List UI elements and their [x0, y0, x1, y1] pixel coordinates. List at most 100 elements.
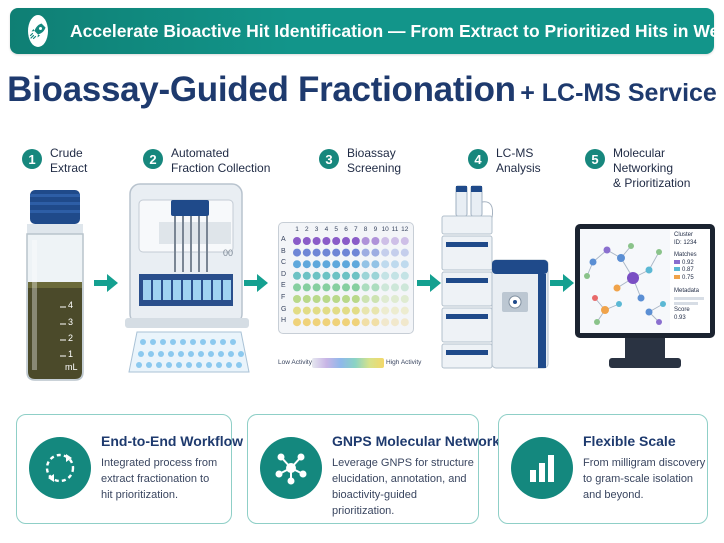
plate-well: [351, 318, 360, 327]
plate-row-label: C: [281, 259, 287, 267]
plate-well: [342, 318, 350, 327]
plate-well: [312, 283, 321, 292]
plate-well: [332, 237, 341, 245]
plate-well: [302, 237, 311, 245]
plate-well: [302, 260, 311, 269]
step-number: 1: [22, 149, 42, 169]
arrow-right-icon: [244, 274, 268, 292]
plate-well: [391, 237, 399, 245]
plate-row-label: G: [281, 305, 287, 313]
step-5-header: 5 Molecular Networking & Prioritization: [585, 146, 724, 191]
step-label: Automated Fraction Collection: [171, 146, 271, 175]
plate-well: [293, 260, 301, 269]
match-value: 0.92: [674, 259, 704, 268]
plate-well: [400, 271, 409, 280]
plate-well: [371, 248, 380, 257]
plate-column-label: 11: [391, 226, 399, 233]
plate-well: [332, 260, 341, 269]
bar-chart-icon: [511, 437, 573, 499]
plate-column-label: 2: [304, 226, 309, 233]
plate-well: [322, 306, 331, 315]
plate-row-label: H: [281, 317, 287, 325]
plate-well: [312, 271, 321, 280]
plate-well: [332, 283, 341, 292]
plate-column-label: 1: [295, 226, 299, 233]
plate-well: [371, 318, 380, 327]
step-3-header: 3 Bioassay Screening: [319, 146, 401, 176]
collector-display: 00: [223, 248, 234, 258]
plate-well: [361, 237, 370, 245]
plate-row-label: A: [281, 236, 286, 243]
plate-well: [312, 260, 321, 269]
vial-unit-label: mL: [65, 362, 78, 372]
plate-well: [312, 248, 321, 257]
plate-row-label: B: [281, 247, 286, 255]
plate-column-label: 4: [324, 226, 329, 233]
plate-well: [361, 306, 370, 315]
plate-column-label: 9: [373, 226, 378, 233]
plate-well: [391, 283, 399, 292]
plate-column-label: 12: [401, 226, 409, 233]
plate-well: [371, 295, 380, 303]
step-number: 2: [143, 149, 163, 169]
plate-well: [391, 295, 399, 303]
plate-well: [400, 318, 409, 327]
plate-well: [302, 295, 311, 303]
plate-well: [302, 271, 311, 280]
plate-well: [312, 318, 321, 327]
rocket-icon: [28, 15, 48, 47]
plate-well: [293, 306, 301, 315]
plate-well: [371, 260, 380, 269]
plate-well: [381, 283, 390, 292]
arrow-right-icon: [550, 274, 574, 292]
banner-text: Accelerate Bioactive Hit Identification …: [70, 20, 724, 41]
plate-well: [351, 271, 360, 280]
plate-well: [400, 248, 409, 257]
card-gnps-networking: GNPS Molecular Networking Leverage GNPS …: [247, 414, 521, 524]
plate-well: [361, 271, 370, 280]
card-description: From milligram discovery to gram-scale i…: [583, 457, 706, 501]
plate-well: [322, 283, 331, 292]
plate-well: [312, 237, 321, 245]
plate-column-label: 8: [363, 226, 368, 233]
title-sub: + LC-MS Service: [520, 79, 717, 107]
plate-well: [322, 237, 331, 245]
plate-well: [381, 260, 390, 269]
plate-row-label: D: [281, 270, 287, 278]
plate-well: [342, 260, 350, 269]
plate-well: [322, 271, 331, 280]
vial-tick-label: 3: [68, 317, 74, 327]
plate-well: [322, 295, 331, 303]
arrow-right-icon: [417, 274, 441, 292]
step-number: 5: [585, 149, 605, 169]
plate-well: [322, 260, 331, 269]
plate-well: [381, 271, 390, 280]
plate-well: [332, 271, 341, 280]
plate-well: [391, 318, 399, 327]
plate-well: [293, 318, 301, 327]
cycle-icon: [29, 437, 91, 499]
plate-well: [332, 248, 341, 257]
plate-well: [351, 295, 360, 303]
plate-well: [351, 248, 360, 257]
plate-column-label: 3: [314, 226, 319, 233]
vial-tick-label: 4: [68, 300, 74, 310]
plate-well: [361, 283, 370, 292]
plate-well: [361, 260, 370, 269]
molecular-network-monitor: Cluster ID: 1234 Matches 0.92 0.87 0.75 …: [573, 222, 717, 382]
plate-well: [391, 306, 399, 315]
step-label: Bioassay Screening: [347, 146, 402, 175]
plate-well: [332, 306, 341, 315]
page-title: Bioassay-Guided Fractionation + LC-MS Se…: [0, 70, 724, 110]
top-banner: Accelerate Bioactive Hit Identification …: [10, 8, 724, 54]
plate-well: [342, 248, 350, 257]
plate-well: [400, 295, 409, 303]
score-value: 0.93: [674, 314, 686, 321]
card-title: GNPS Molecular Networking: [332, 433, 522, 449]
plate-well: [400, 306, 409, 315]
plate-well: [400, 283, 409, 292]
plate-well: [391, 248, 399, 257]
plate-well: [312, 295, 321, 303]
plate-well: [322, 318, 331, 327]
plate-well: [371, 271, 380, 280]
